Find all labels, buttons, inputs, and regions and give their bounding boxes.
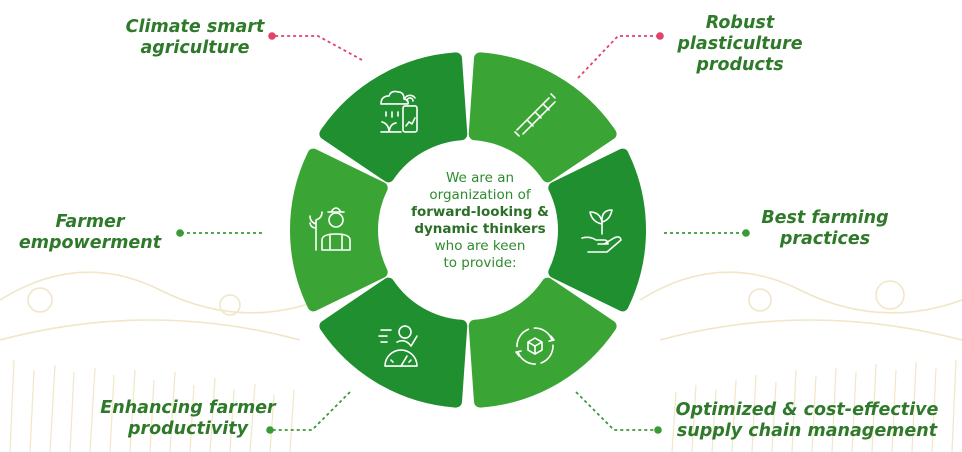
- label-farmer-empowerment: Farmer empowerment: [18, 212, 162, 253]
- speedometer-farmer-icon: [378, 325, 418, 367]
- ring-segment: [290, 148, 388, 312]
- label-enhancing-productivity: Enhancing farmer productivity: [100, 398, 276, 439]
- leader-line: [272, 35, 363, 61]
- drip-pipe-icon: [514, 93, 556, 137]
- leader-dot: [654, 426, 662, 434]
- center-line: We are an: [445, 170, 515, 186]
- center-line: organization of: [429, 187, 531, 203]
- leader-dot: [266, 426, 274, 434]
- ring-segment: [319, 52, 468, 183]
- ring-segment: [319, 277, 468, 408]
- center-line-bold: dynamic thinkers: [414, 221, 546, 237]
- center-statement: We are an organization of forward-lookin…: [380, 170, 580, 272]
- leader-dot: [268, 32, 276, 40]
- leader-line: [575, 391, 658, 431]
- label-robust-plasticulture: Robust plasticulture products: [677, 13, 803, 75]
- leader-dot: [656, 32, 664, 40]
- center-line: to provide:: [443, 255, 517, 271]
- farmer-icon: [309, 207, 351, 251]
- label-best-farming-practices: Best farming practices: [761, 208, 889, 249]
- ring-segment: [548, 148, 646, 312]
- label-supply-chain: Optimized & cost-effective supply chain …: [675, 400, 939, 441]
- center-line-bold: forward-looking &: [411, 204, 549, 220]
- leader-line: [577, 35, 660, 79]
- supply-cycle-icon: [515, 327, 555, 365]
- leader-dot: [176, 229, 184, 237]
- ring-segment: [468, 52, 617, 183]
- center-line: who are keen: [434, 238, 526, 254]
- leader-dot: [742, 229, 750, 237]
- label-climate-smart-agriculture: Climate smart agriculture: [125, 17, 265, 58]
- weather-sensor-icon: [380, 90, 418, 133]
- plant-in-hand-icon: [581, 209, 622, 253]
